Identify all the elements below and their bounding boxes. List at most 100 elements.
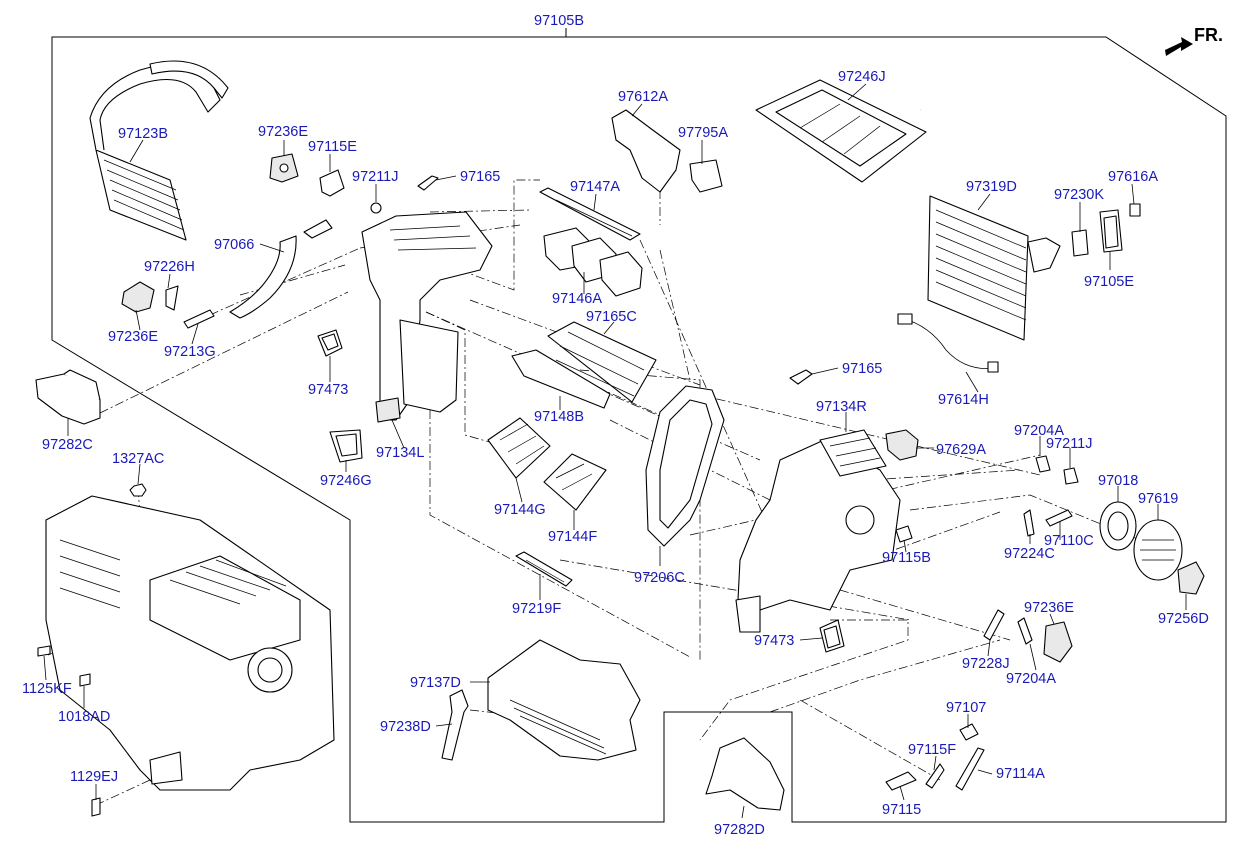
callout-1018AD: 1018AD: [58, 709, 110, 725]
sensor-97614H: [897, 313, 999, 373]
link-97110C: [1045, 509, 1073, 527]
callout-97066: 97066: [214, 237, 254, 253]
callout-97473-right: 97473: [754, 633, 794, 649]
callout-97204A-upper: 97204A: [1014, 423, 1064, 439]
callout-97226H: 97226H: [144, 259, 195, 275]
grommet-97211J-upper: [370, 202, 382, 214]
pipe-97238D: [441, 689, 469, 761]
front-direction-indicator: FR.: [1165, 25, 1223, 56]
seal-97230K: [1071, 229, 1089, 257]
callout-97206C: 97206C: [634, 570, 685, 586]
clip-97616A: [1129, 203, 1141, 217]
lever-97224C: [1023, 509, 1035, 537]
callout-97612A: 97612A: [618, 89, 668, 105]
callout-97144G: 97144G: [494, 502, 546, 518]
door-97144F: [543, 453, 607, 511]
drain-hose-97066: [229, 219, 333, 319]
callout-97165-upper: 97165: [460, 169, 500, 185]
callout-97147A: 97147A: [570, 179, 620, 195]
callout-97473-left: 97473: [308, 382, 348, 398]
callout-97134R: 97134R: [816, 399, 867, 415]
seal-97105E: [1099, 209, 1123, 253]
callout-97282D: 97282D: [714, 822, 765, 838]
clip-97165-right: [789, 369, 813, 385]
callout-97236E-right: 97236E: [1024, 600, 1074, 616]
callout-97224C: 97224C: [1004, 546, 1055, 562]
center-frame-97206C: [645, 385, 725, 547]
callout-97148B: 97148B: [534, 409, 584, 425]
link-97228J: [983, 609, 1005, 641]
callout-97018: 97018: [1098, 473, 1138, 489]
link-97204A-upper: [1035, 455, 1051, 473]
actuator-97629A: [885, 429, 919, 461]
callout-97165C: 97165C: [586, 309, 637, 325]
link-97213G: [183, 309, 215, 329]
blower-fan-97619: [1133, 519, 1183, 581]
grommet-97211J-right: [1063, 467, 1079, 485]
callout-97238D: 97238D: [380, 719, 431, 735]
front-direction-label: FR.: [1194, 25, 1223, 45]
callout-97134L: 97134L: [376, 445, 424, 461]
door-97165C: [547, 321, 657, 403]
callout-97282C: 97282C: [42, 437, 93, 453]
clip-97115B: [895, 525, 913, 543]
rod-97114A: [955, 747, 985, 791]
front-arrow-icon: [1165, 37, 1193, 56]
callout-97246J: 97246J: [838, 69, 886, 85]
bolt-1125KF: [37, 645, 51, 657]
callout-97230K: 97230K: [1054, 187, 1104, 203]
callout-97146A: 97146A: [552, 291, 602, 307]
callout-97115B: 97115B: [882, 550, 931, 566]
lever-97115E: [319, 169, 345, 197]
callout-97115E: 97115E: [308, 139, 357, 155]
callout-97256D: 97256D: [1158, 611, 1209, 627]
seal-97473-left: [317, 329, 343, 357]
spring-97204A-lower: [1017, 617, 1033, 645]
duct-97282C: [35, 369, 101, 425]
lever-97115: [885, 771, 917, 791]
lower-case-97137D: [487, 639, 641, 761]
actuator-97236E-upper: [269, 153, 299, 183]
callout-97105E: 97105E: [1084, 274, 1134, 290]
door-set-97146A: [543, 227, 643, 297]
callout-97319D: 97319D: [966, 179, 1017, 195]
callout-97114A: 97114A: [996, 766, 1045, 782]
duct-97282D: [705, 737, 785, 811]
callout-97236E-left: 97236E: [108, 329, 158, 345]
callout-97795A: 97795A: [678, 125, 728, 141]
callout-97211J-right: 97211J: [1046, 436, 1093, 452]
screw-1018AD: [79, 673, 91, 687]
callout-97137D: 97137D: [410, 675, 461, 691]
callout-97616A: 97616A: [1108, 169, 1158, 185]
nut-1327AC: [129, 483, 147, 497]
assembly-boundary: [51, 28, 1227, 823]
callout-1327AC: 1327AC: [112, 451, 164, 467]
callout-97123B: 97123B: [118, 126, 168, 142]
callout-97211J-upper: 97211J: [352, 169, 399, 185]
clip-97795A: [689, 159, 723, 193]
callout-97144F: 97144F: [548, 529, 597, 545]
callout-97115: 97115: [882, 802, 921, 818]
callout-97246G: 97246G: [320, 473, 372, 489]
seal-97246G: [329, 429, 363, 463]
callout-97619: 97619: [1138, 491, 1178, 507]
callout-97165-right: 97165: [842, 361, 882, 377]
callout-leaders: [43, 83, 1187, 819]
resistor-97256D: [1177, 561, 1205, 595]
door-97147A: [539, 187, 641, 241]
callout-97110C: 97110C: [1044, 533, 1094, 549]
actuator-97236E-right: [1043, 621, 1073, 663]
callout-97629A: 97629A: [936, 442, 986, 458]
right-case-97134R: [735, 429, 901, 633]
filter-frame-97246J: [755, 79, 927, 183]
callout-97236E-upper: 97236E: [258, 124, 308, 140]
left-case-97134L: [361, 211, 493, 423]
callout-labels: 97105B 97123B 97236E 97115E 97211J 97165…: [22, 13, 1209, 838]
door-97144G: [487, 417, 551, 479]
door-97148B: [511, 349, 611, 409]
callout-97105B: 97105B: [534, 13, 584, 29]
lever-97115F: [925, 763, 945, 789]
callout-97115F: 97115F: [908, 742, 956, 758]
